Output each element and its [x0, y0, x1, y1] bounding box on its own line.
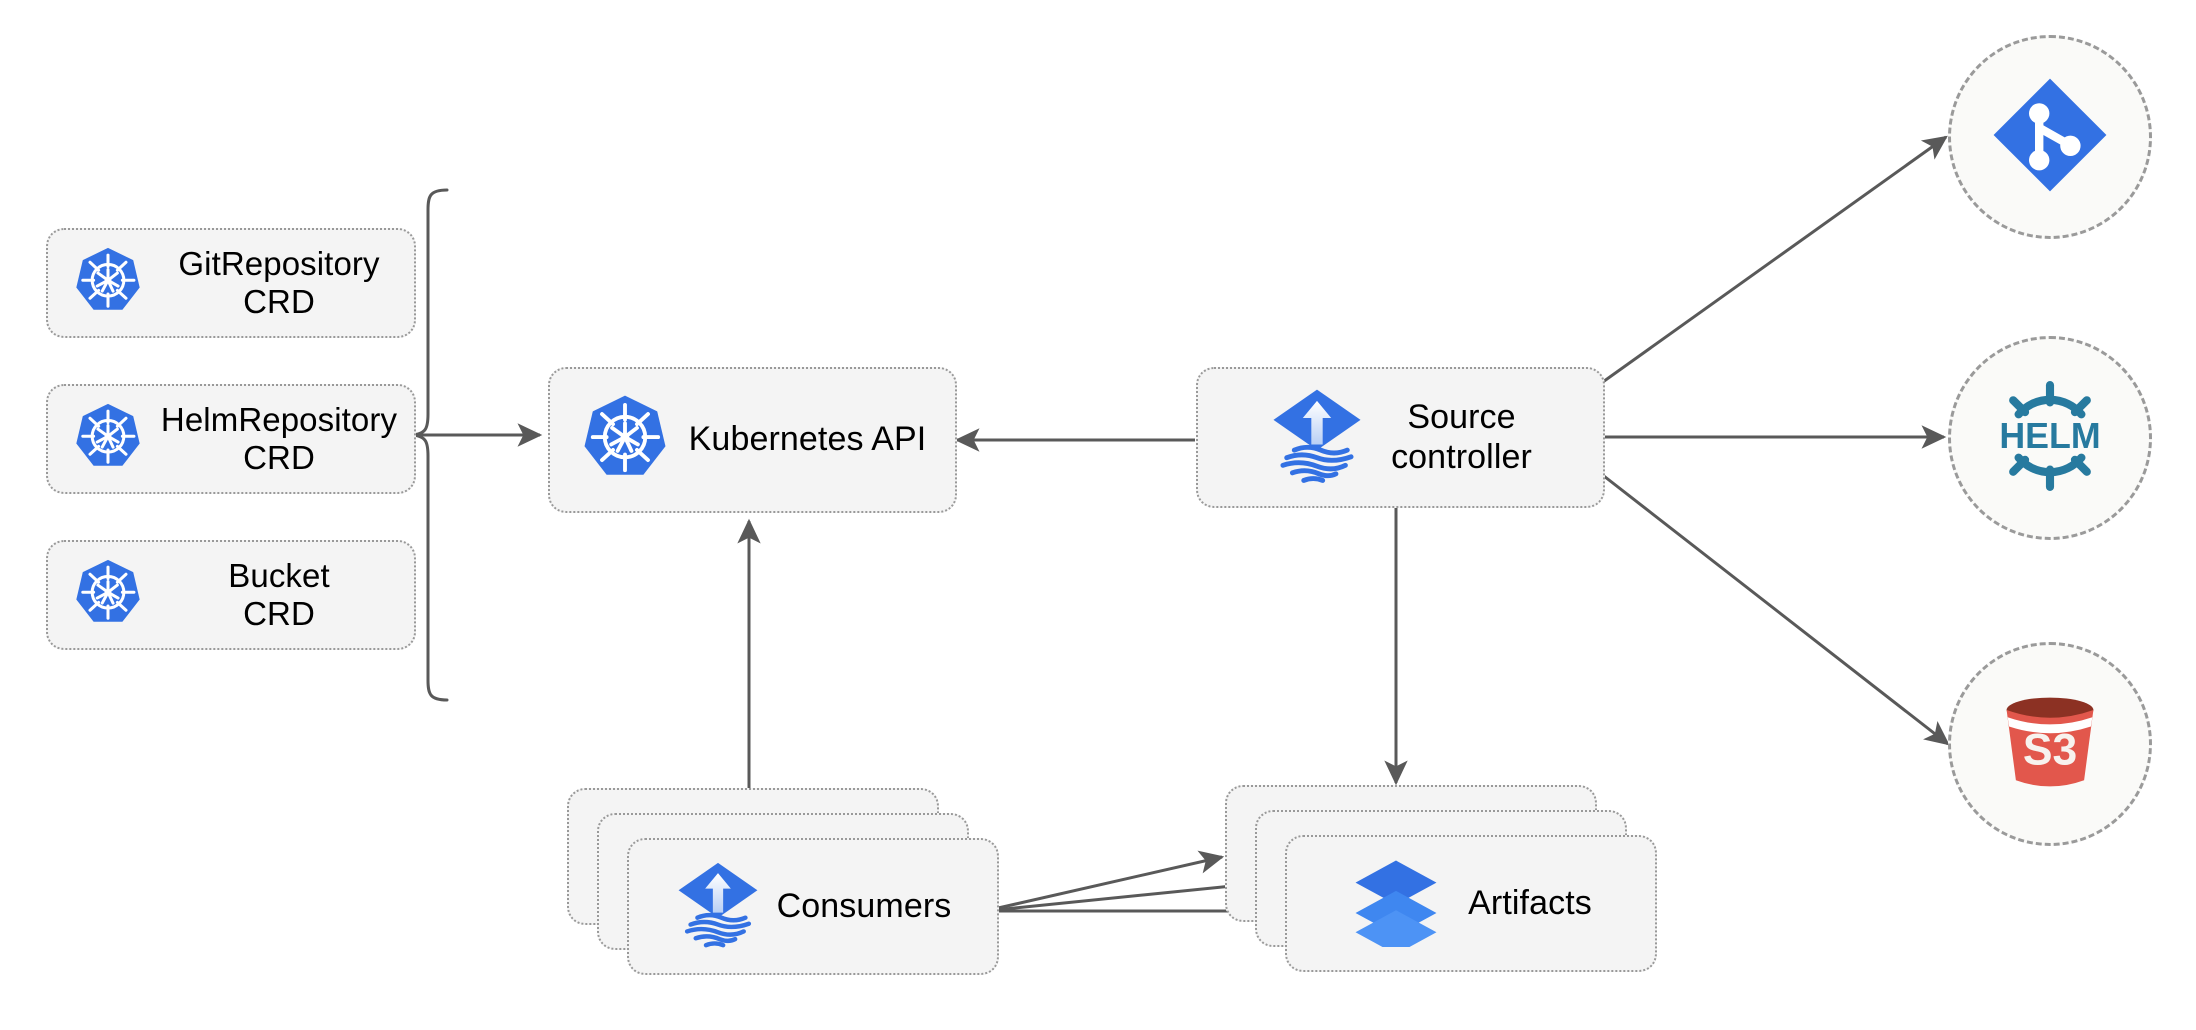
git-icon — [1990, 75, 2110, 200]
node-label: Consumers — [776, 886, 952, 925]
node-helm-source[interactable]: HELM — [1948, 336, 2152, 540]
flux-icon — [675, 856, 761, 957]
node-label: Bucket CRD — [228, 556, 330, 632]
node-gitrepository-crd[interactable]: GitRepository CRD — [46, 228, 416, 338]
layers-icon — [1350, 855, 1442, 955]
node-label: GitRepository CRD — [178, 244, 380, 320]
s3-icon: S3 — [1988, 680, 2112, 809]
node-label: Artifacts — [1468, 883, 1592, 922]
helm-wordmark: HELM — [1999, 415, 2100, 455]
node-label: HelmRepository CRD — [160, 400, 398, 476]
edge-source-controller-to-s3 — [1599, 471, 1950, 746]
helm-icon: HELM — [1985, 371, 2115, 506]
node-s3-source[interactable]: S3 — [1948, 642, 2152, 846]
kubernetes-icon — [72, 401, 144, 478]
node-label: Kubernetes API — [688, 420, 927, 459]
kubernetes-icon — [72, 245, 144, 322]
node-source-controller[interactable]: Source controller — [1196, 367, 1605, 508]
kubernetes-icon — [579, 392, 671, 489]
node-artifacts[interactable]: Artifacts — [1285, 835, 1657, 972]
node-kubernetes-api[interactable]: Kubernetes API — [548, 367, 957, 513]
flux-icon — [1269, 382, 1365, 493]
edge-consumers-to-artifacts-2 — [984, 874, 1255, 913]
node-consumers[interactable]: Consumers — [627, 838, 999, 975]
edge-consumers-to-artifacts-1 — [984, 850, 1225, 913]
kubernetes-icon — [72, 557, 144, 634]
node-helmrepository-crd[interactable]: HelmRepository CRD — [46, 384, 416, 494]
crd-group-bracket — [410, 188, 449, 702]
node-label: Source controller — [1391, 398, 1532, 476]
node-git-source[interactable] — [1948, 35, 2152, 239]
s3-wordmark: S3 — [2023, 725, 2077, 774]
edge-source-controller-to-git — [1599, 135, 1948, 386]
node-bucket-crd[interactable]: Bucket CRD — [46, 540, 416, 650]
